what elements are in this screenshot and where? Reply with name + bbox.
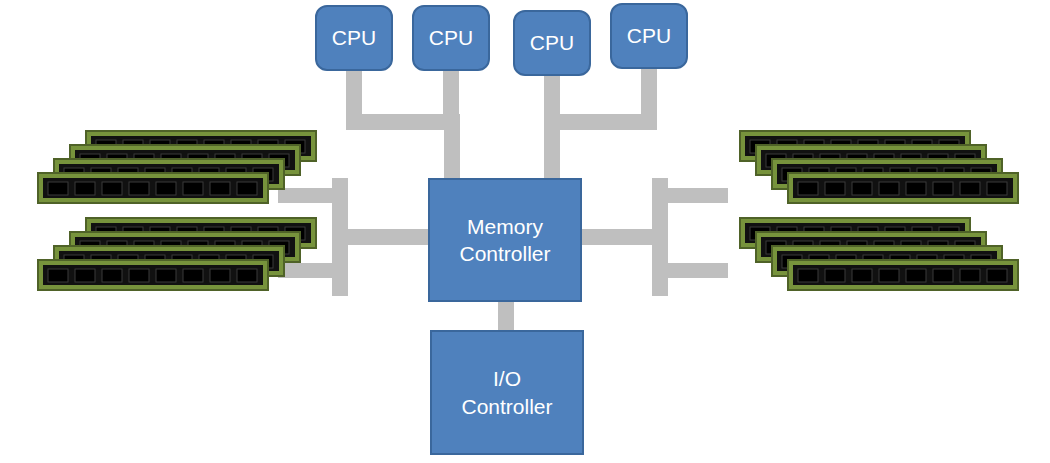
bus-connector <box>498 302 514 330</box>
box-label: CPU <box>429 24 473 51</box>
box-label: I/O Controller <box>450 365 564 420</box>
bus-connector <box>451 71 452 178</box>
cpu-box: CPU <box>610 3 688 69</box>
bus-connector <box>552 69 649 178</box>
cpu-box: CPU <box>412 5 490 71</box>
dimm-module <box>38 173 268 203</box>
box-label: CPU <box>332 24 376 51</box>
dimm-module <box>788 260 1018 290</box>
controller-box: I/O Controller <box>430 330 584 455</box>
box-label: CPU <box>627 22 671 49</box>
box-label: CPU <box>530 29 574 56</box>
bus-connector <box>354 71 452 178</box>
dimm-module <box>788 173 1018 203</box>
cpu-box: CPU <box>513 10 591 76</box>
dimm-module <box>38 260 268 290</box>
cpu-box: CPU <box>315 5 393 71</box>
box-label: Memory Controller <box>448 213 562 268</box>
controller-box: Memory Controller <box>428 178 582 302</box>
